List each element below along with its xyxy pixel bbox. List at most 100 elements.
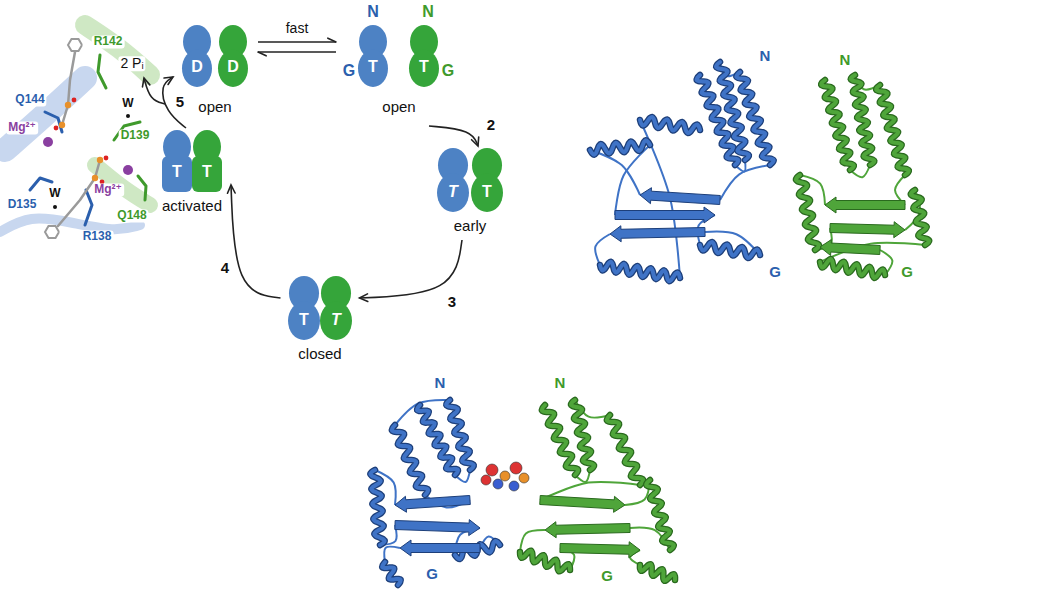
domain-letter: G (343, 62, 355, 80)
helix-ribbon (392, 425, 428, 495)
helix-ribbon (820, 259, 885, 278)
domain-letter: T (299, 311, 309, 329)
sheet-arrow (540, 496, 625, 513)
gtpase-domain (437, 174, 469, 212)
domain-letter: T (331, 311, 341, 329)
water-dot (126, 114, 130, 118)
sheet-arrow (615, 207, 715, 223)
domain-label: G (767, 264, 783, 281)
helix-band (85, 25, 150, 75)
protein-ribbon (520, 400, 675, 581)
molecule-shape (162, 130, 192, 192)
base-ring (68, 39, 82, 51)
residue-label: Q144 (13, 93, 46, 106)
domain-letter: D (227, 58, 239, 76)
helix-outline (640, 564, 675, 581)
gtpase-molecule: T (437, 148, 469, 212)
residue-label: R138 (81, 230, 114, 243)
gtpase-domain (320, 302, 352, 340)
domain-letter: N (367, 3, 379, 21)
domain-letter: T (172, 163, 182, 181)
protein-ribbon (590, 62, 774, 281)
magnesium-ion (43, 137, 53, 147)
atom (54, 126, 59, 131)
helix-outline (821, 80, 854, 170)
atom (65, 102, 71, 108)
helix-outline (571, 400, 594, 470)
arrow-line (231, 185, 281, 298)
terminus-label: N (758, 48, 773, 65)
protein-ribbon (796, 75, 929, 278)
atom (92, 175, 98, 181)
product-label: 2 Pᵢ (118, 56, 145, 71)
arrow-head (472, 137, 479, 146)
loop-coil (590, 150, 640, 195)
water-dot (53, 205, 57, 209)
helix-ribbon (446, 400, 474, 470)
arrow-head (258, 52, 266, 56)
helix-ribbon (640, 564, 675, 581)
nucleotide-spheres (481, 462, 529, 491)
domain-letter: T (482, 183, 492, 201)
helix-ribbon (911, 190, 930, 245)
molecule-shape (288, 276, 320, 340)
domain-letter: G (442, 62, 454, 80)
helix-outline (851, 75, 875, 165)
helix-ribbon (600, 262, 680, 282)
helix-ribbon (520, 551, 570, 572)
helix-outline (446, 400, 474, 470)
atom (104, 156, 109, 161)
helix-ribbon (640, 117, 700, 133)
gtpase-molecule: T (471, 148, 503, 212)
residue-label: Q148 (115, 209, 148, 222)
ion-label: Mg²⁺ (6, 121, 38, 134)
domain-letter: T (419, 58, 429, 76)
domain-letter: T (202, 163, 212, 181)
atom-sphere (493, 479, 503, 489)
phosphate-release-arrow (142, 78, 165, 104)
arrow-line (163, 77, 186, 128)
domain-label: G (899, 264, 915, 281)
domain-letter: T (448, 183, 458, 201)
atom-sphere (509, 481, 519, 491)
loop-coil (615, 145, 650, 215)
state-group: earlyTT (433, 148, 508, 238)
arrow-head (142, 78, 149, 87)
loop-coil (720, 165, 770, 200)
gtpase-molecule: T (288, 276, 320, 340)
reaction-arrow (163, 77, 186, 128)
helix-ribbon (736, 72, 773, 165)
reaction-arrow (429, 126, 479, 146)
molecule-shape (437, 148, 469, 212)
gtpase-domain (358, 50, 388, 87)
sheet-arrow (545, 522, 630, 538)
water-label: W (47, 187, 62, 200)
helix-outline (392, 425, 428, 495)
sheet-arrow (560, 542, 640, 558)
state-group: openDD (175, 25, 255, 125)
reaction-arrow (360, 240, 463, 301)
sheet-arrow (825, 197, 905, 213)
gtpase-molecule: NTG (409, 25, 439, 87)
domain-label: G (424, 566, 440, 583)
terminus-label: N (553, 375, 568, 392)
state-label: closed (298, 346, 341, 363)
helix-outline (520, 551, 570, 572)
state-group: openNTGNTG (339, 25, 459, 125)
atom (97, 157, 103, 163)
helix-outline (382, 562, 401, 585)
state-group: closed T T (283, 276, 358, 366)
residue-label: D139 (119, 129, 152, 142)
sheet-arrow (400, 540, 480, 556)
molecule-shape (409, 25, 439, 87)
reaction-arrow (258, 38, 336, 42)
helix-ribbon (821, 80, 854, 170)
arrow-head (228, 185, 236, 193)
magnesium-ion (123, 165, 133, 175)
helix-outline (911, 190, 930, 245)
atom-sphere (510, 462, 522, 474)
domain-letter: N (422, 3, 434, 21)
